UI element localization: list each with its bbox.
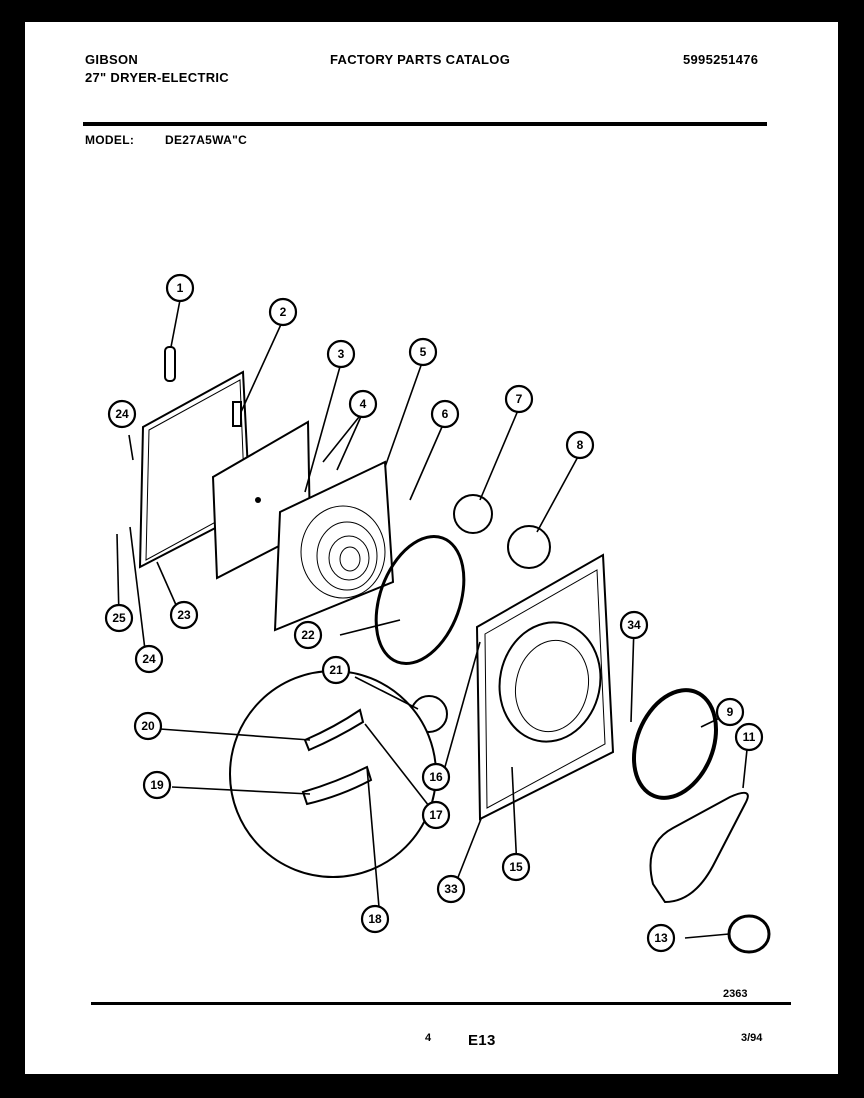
callout-20: 20 bbox=[133, 711, 163, 741]
callout-4: 4 bbox=[348, 389, 378, 419]
parts-catalog-page: GIBSON 27" DRYER-ELECTRIC FACTORY PARTS … bbox=[25, 22, 838, 1074]
callout-25: 25 bbox=[104, 603, 134, 633]
catalog-title: FACTORY PARTS CATALOG bbox=[330, 52, 511, 67]
svg-text:15: 15 bbox=[509, 860, 523, 874]
model-value: DE27A5WA"C bbox=[165, 133, 248, 147]
hinge-bracket-lower-part bbox=[301, 765, 373, 806]
callout-22: 22 bbox=[293, 620, 323, 650]
svg-text:22: 22 bbox=[301, 628, 315, 642]
svg-text:24: 24 bbox=[115, 407, 129, 421]
svg-text:18: 18 bbox=[368, 912, 382, 926]
callout-19: 19 bbox=[142, 770, 172, 800]
svg-text:17: 17 bbox=[429, 808, 443, 822]
drawing-number: 2363 bbox=[723, 988, 748, 1000]
header-rule bbox=[83, 122, 767, 126]
svg-text:25: 25 bbox=[112, 611, 126, 625]
callout-7: 7 bbox=[504, 384, 534, 414]
callout-5: 5 bbox=[408, 337, 438, 367]
callout-17: 17 bbox=[421, 800, 451, 830]
svg-text:8: 8 bbox=[577, 438, 584, 452]
svg-text:34: 34 bbox=[627, 618, 641, 632]
exhaust-duct-part bbox=[649, 791, 749, 904]
exploded-parts-diagram: 1 2 3 4 5 6 7 8 24 25 23 22 24 21 20 19 … bbox=[104, 273, 771, 954]
door-latch-part bbox=[232, 401, 242, 427]
callout-6: 6 bbox=[430, 399, 460, 429]
callout-11: 11 bbox=[734, 722, 764, 752]
callout-3: 3 bbox=[326, 339, 356, 369]
lint-screen-panel-part bbox=[273, 460, 395, 632]
svg-text:16: 16 bbox=[429, 770, 443, 784]
svg-text:5: 5 bbox=[420, 345, 427, 359]
exhaust-grille-ring bbox=[300, 505, 386, 599]
date-code: 3/94 bbox=[741, 1032, 763, 1044]
section-code: E13 bbox=[468, 1032, 496, 1049]
svg-text:13: 13 bbox=[654, 931, 668, 945]
door-seal-ring-part bbox=[374, 534, 466, 666]
callout-1: 1 bbox=[165, 273, 195, 303]
svg-text:4: 4 bbox=[360, 397, 367, 411]
panel-screw-dot bbox=[255, 497, 261, 503]
svg-text:20: 20 bbox=[141, 719, 155, 733]
svg-text:2: 2 bbox=[280, 305, 287, 319]
svg-text:7: 7 bbox=[516, 392, 523, 406]
front-bearing-ring-part bbox=[631, 688, 719, 800]
callout-33: 33 bbox=[436, 874, 466, 904]
svg-text:11: 11 bbox=[743, 730, 756, 744]
callout-18: 18 bbox=[360, 904, 390, 934]
callout-9: 9 bbox=[715, 697, 745, 727]
callout-23: 23 bbox=[169, 600, 199, 630]
callout-24-bottom: 24 bbox=[134, 644, 164, 674]
callout-21: 21 bbox=[321, 655, 351, 685]
svg-text:3: 3 bbox=[338, 347, 345, 361]
catalog-number: 5995251476 bbox=[683, 52, 759, 67]
model-label: MODEL: bbox=[85, 133, 135, 147]
callout-16: 16 bbox=[421, 762, 451, 792]
seal-cap-part bbox=[727, 914, 771, 954]
page-number: 4 bbox=[425, 1032, 432, 1044]
callout-24-top: 24 bbox=[107, 399, 137, 429]
drum-opening-part bbox=[498, 621, 602, 743]
callout-15: 15 bbox=[501, 852, 531, 882]
svg-text:6: 6 bbox=[442, 407, 449, 421]
door-switch-detail-part bbox=[507, 525, 551, 569]
svg-text:9: 9 bbox=[727, 705, 734, 719]
brand-name: GIBSON bbox=[85, 52, 139, 67]
callout-2: 2 bbox=[268, 297, 298, 327]
callout-34: 34 bbox=[619, 610, 649, 640]
hinge-bracket-upper-part bbox=[303, 708, 365, 752]
svg-text:19: 19 bbox=[150, 778, 164, 792]
svg-text:23: 23 bbox=[177, 608, 191, 622]
svg-text:1: 1 bbox=[177, 281, 184, 295]
hinge-detail-part bbox=[453, 494, 493, 534]
product-name: 27" DRYER-ELECTRIC bbox=[85, 70, 229, 85]
callout-8: 8 bbox=[565, 430, 595, 460]
svg-text:24: 24 bbox=[142, 652, 156, 666]
door-handle-part bbox=[164, 346, 176, 382]
svg-text:33: 33 bbox=[444, 882, 458, 896]
footer-rule bbox=[91, 1002, 791, 1005]
svg-text:21: 21 bbox=[329, 663, 343, 677]
callout-13: 13 bbox=[646, 923, 676, 953]
